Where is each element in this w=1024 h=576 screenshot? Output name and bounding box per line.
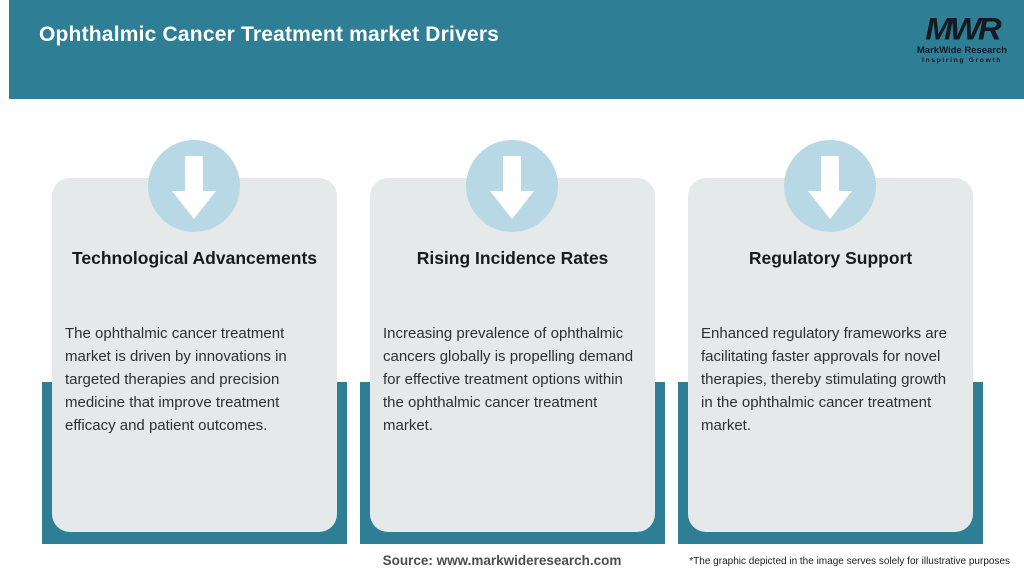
driver-card-regulatory-support: Regulatory Support Enhanced regulatory f…: [688, 178, 973, 532]
driver-card-rising-incidence-rates: Rising Incidence Rates Increasing preval…: [370, 178, 655, 532]
logo-acronym: MWR: [925, 10, 1001, 47]
driver-card-technological-advancements: Technological Advancements The ophthalmi…: [52, 178, 337, 532]
card-title: Regulatory Support: [748, 248, 913, 268]
source-text: Source: www.markwideresearch.com: [382, 553, 622, 568]
card-body: The ophthalmic cancer treatment market i…: [65, 325, 287, 434]
logo-name: MarkWide Research: [916, 45, 1008, 56]
card-title: Technological Advancements: [71, 248, 318, 268]
card-body: Enhanced regulatory frameworks are facil…: [701, 325, 947, 434]
logo-tagline: Inspiring Growth: [922, 56, 1002, 64]
card-badge-circle: [784, 140, 876, 232]
down-arrow-icon: [490, 156, 534, 219]
page-title: Ophthalmic Cancer Treatment market Drive…: [39, 23, 500, 46]
down-arrow-icon: [172, 156, 216, 219]
card-body: Increasing prevalence of ophthalmic canc…: [383, 325, 634, 434]
brand-logo: MWR MarkWide Research Inspiring Growth: [916, 12, 1008, 64]
disclaimer-text: *The graphic depicted in the image serve…: [689, 556, 1010, 567]
down-arrow-icon: [808, 156, 852, 219]
card-title: Rising Incidence Rates: [416, 248, 609, 268]
card-badge-circle: [148, 140, 240, 232]
card-badge-circle: [466, 140, 558, 232]
header-bar: Ophthalmic Cancer Treatment market Drive…: [9, 0, 1024, 99]
